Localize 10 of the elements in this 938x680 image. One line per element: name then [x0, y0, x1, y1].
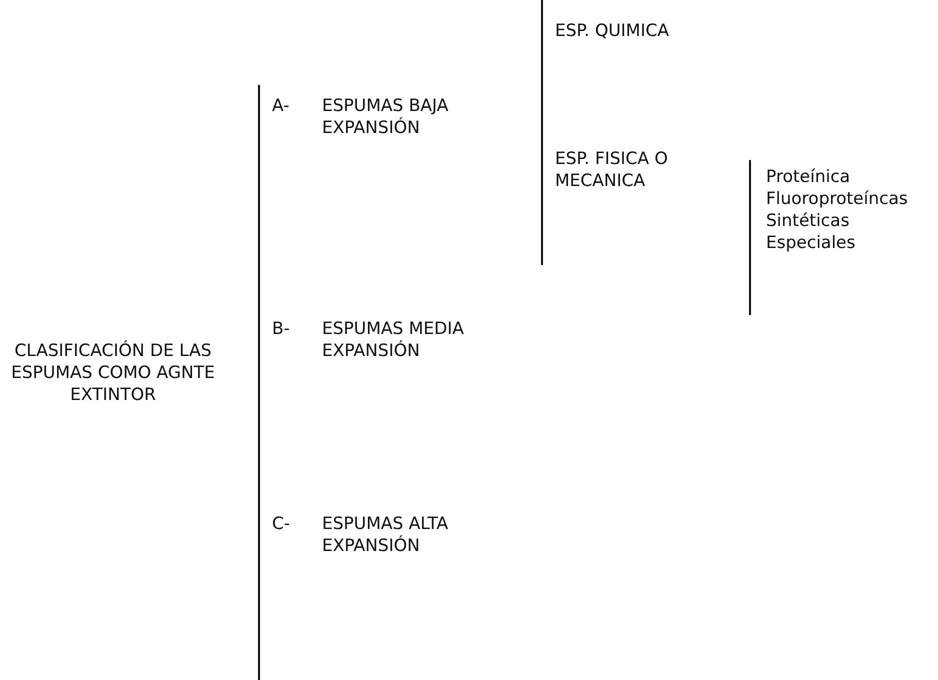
- category-name: ESPUMAS ALTA EXPANSIÓN: [322, 513, 450, 557]
- item-letter: A-: [272, 95, 290, 117]
- subcategory-name: ESP. QUIMICA: [555, 20, 670, 42]
- category-title: CLASIFICACIÓN DE LAS ESPUMAS COMO AGNTE EXTINTOR: [10, 340, 216, 406]
- item-letter: B-: [272, 318, 291, 340]
- subcategory-name: ESP. FISICA O MECANICA: [555, 148, 669, 192]
- item-letter: C-: [272, 513, 292, 535]
- type-list: Proteínica Fluoroproteíncas Sintéticas Especiales: [766, 166, 922, 254]
- category-name: ESPUMAS BAJA EXPANSIÓN: [322, 95, 450, 139]
- category-name: ESPUMAS MEDIA EXPANSIÓN: [322, 318, 465, 362]
